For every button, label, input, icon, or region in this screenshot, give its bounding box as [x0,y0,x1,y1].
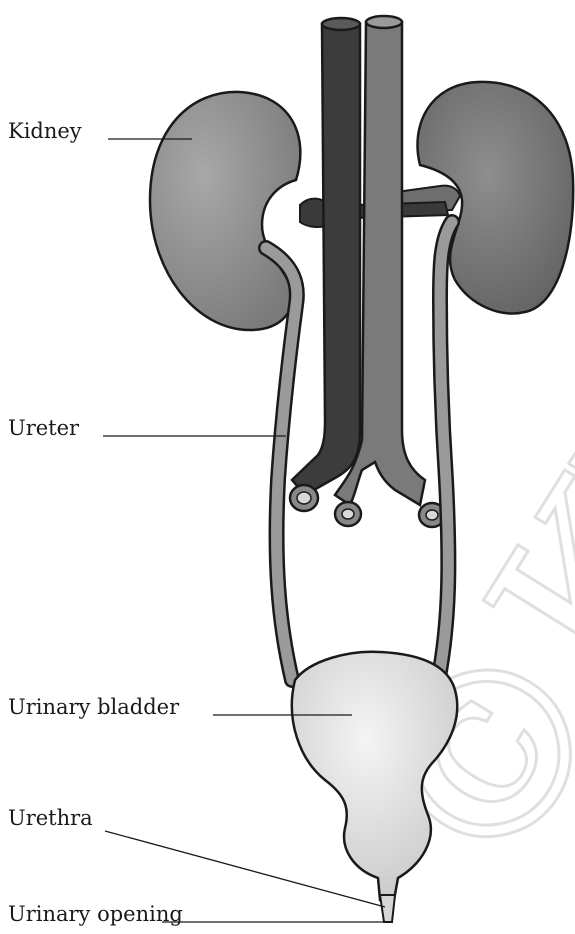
dark-vessel-top [322,18,360,30]
opening-label: Urinary opening [8,904,183,925]
light-vessel-top [366,16,402,28]
left-kidney [150,92,300,330]
bladder-label: Urinary bladder [8,697,179,718]
kidney-label: Kidney [8,121,82,142]
dark-vessel [292,24,360,495]
vessel-end-left-inner [297,492,311,504]
vessel-end-right-inner [426,510,438,520]
urethra-leader [105,831,385,907]
ureter-label: Ureter [8,418,79,439]
urethra [380,895,395,922]
vessel-end-middle-inner [342,509,354,519]
urethra-label: Urethra [8,808,93,829]
